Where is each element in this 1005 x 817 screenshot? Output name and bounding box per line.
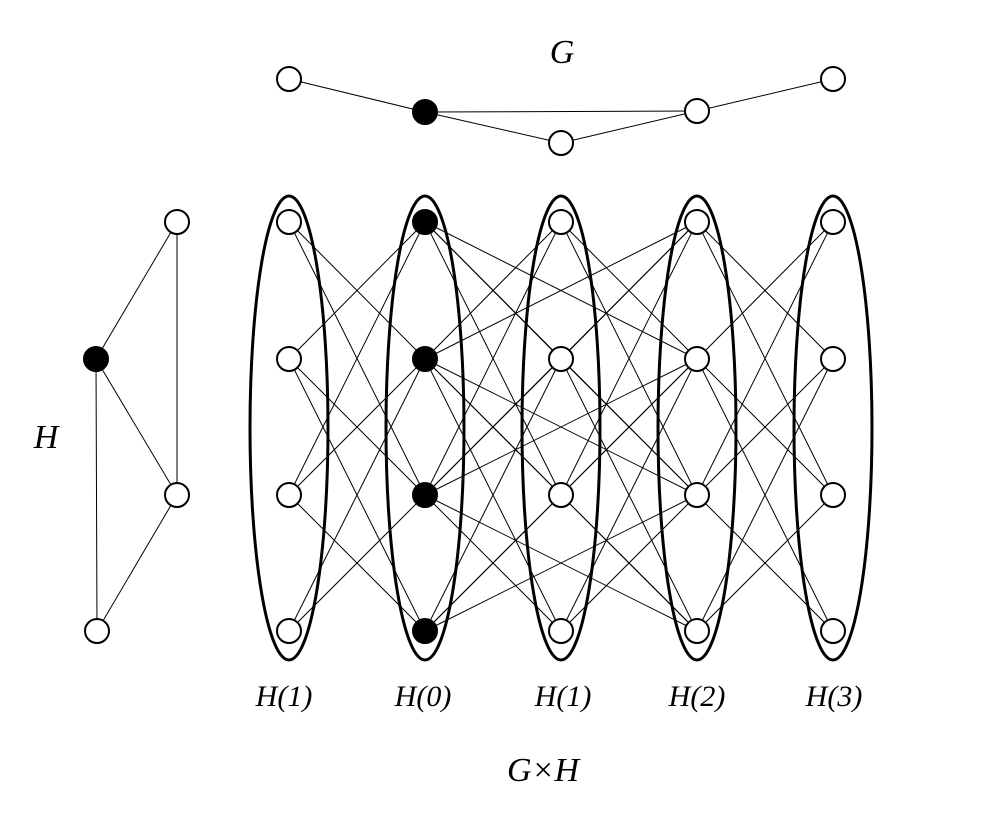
graph-g-edge xyxy=(560,110,698,144)
product-vertex xyxy=(684,618,710,644)
product-vertex xyxy=(548,346,574,372)
graph-h-label: H xyxy=(33,419,61,456)
product-edge xyxy=(696,221,834,496)
column-label-h1-right: H(1) xyxy=(534,680,592,713)
graph-g-label: G xyxy=(550,34,575,71)
product-edge xyxy=(424,221,562,496)
column-label-h2: H(2) xyxy=(668,680,726,713)
product-edge xyxy=(560,221,698,496)
column-ellipses xyxy=(248,194,874,662)
column-label-h1-left: H(1) xyxy=(255,680,313,713)
product-vertex xyxy=(820,346,846,372)
product-vertex xyxy=(412,346,438,372)
product-edge xyxy=(424,358,562,632)
column-label-h0: H(0) xyxy=(394,680,452,713)
product-edge xyxy=(696,358,834,496)
product-vertex xyxy=(276,209,302,235)
graph-g-edge xyxy=(424,111,562,144)
product-edge xyxy=(288,358,426,496)
product-vertex xyxy=(820,209,846,235)
product-vertex xyxy=(276,618,302,644)
column-ellipse xyxy=(792,194,874,662)
graph-h-vertex xyxy=(164,209,190,235)
column-ellipse xyxy=(520,194,602,662)
graph-h-edge xyxy=(96,494,178,632)
product-edge xyxy=(696,494,834,632)
edges-layer xyxy=(95,78,834,632)
product-vertex xyxy=(412,618,438,644)
column-ellipse xyxy=(656,194,738,662)
product-edge xyxy=(288,358,426,632)
product-vertex xyxy=(684,209,710,235)
product-vertex xyxy=(548,482,574,508)
product-edge xyxy=(560,358,698,496)
column-ellipse xyxy=(384,194,466,662)
product-vertex xyxy=(276,482,302,508)
graph-g-edge xyxy=(424,110,698,113)
graph-g-vertex xyxy=(276,66,302,92)
graph-g-edge xyxy=(288,78,426,113)
product-vertex xyxy=(820,618,846,644)
product-vertex xyxy=(684,346,710,372)
product-vertex xyxy=(412,209,438,235)
graph-g-vertex xyxy=(820,66,846,92)
product-edge xyxy=(424,494,698,632)
product-vertex xyxy=(276,346,302,372)
graph-g-edge xyxy=(696,78,834,112)
product-vertex xyxy=(412,482,438,508)
graph-h-vertex xyxy=(164,482,190,508)
column-label-h3: H(3) xyxy=(805,680,863,713)
product-edge xyxy=(696,358,834,632)
graph-g-vertex xyxy=(412,99,438,125)
column-ellipse xyxy=(248,194,330,662)
product-vertex xyxy=(548,209,574,235)
product-vertex xyxy=(684,482,710,508)
graph-h-edge xyxy=(95,358,178,496)
graph-h-vertex xyxy=(84,618,110,644)
product-edge xyxy=(424,358,698,496)
product-title: G×H xyxy=(507,752,581,789)
graph-h-edge xyxy=(95,358,98,632)
graph-h-vertex xyxy=(83,346,109,372)
product-edge xyxy=(560,358,698,632)
product-edge xyxy=(288,494,426,632)
product-edge xyxy=(424,221,698,360)
graph-h-edge xyxy=(95,221,178,360)
graph-g-vertex xyxy=(548,130,574,156)
product-edge xyxy=(560,494,698,632)
product-edge xyxy=(288,221,426,496)
product-vertex xyxy=(548,618,574,644)
product-vertex xyxy=(820,482,846,508)
graph-g-vertex xyxy=(684,98,710,124)
vertices-layer xyxy=(83,66,846,644)
